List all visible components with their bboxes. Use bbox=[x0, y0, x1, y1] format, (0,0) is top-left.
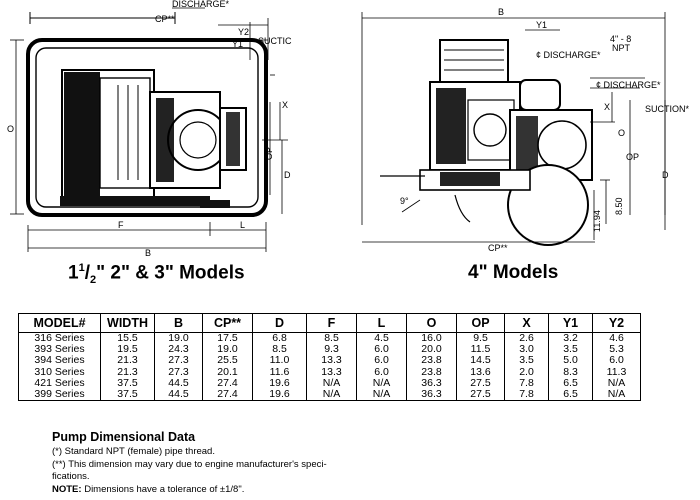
left-pump-drawing bbox=[10, 7, 288, 252]
header-b: B bbox=[154, 313, 203, 333]
label-x-right: X bbox=[604, 102, 610, 112]
label-f: F bbox=[118, 220, 124, 230]
label-angle: 9° bbox=[400, 196, 409, 206]
cell-op: 14.5 bbox=[456, 355, 505, 367]
cell-d: 11.0 bbox=[252, 355, 307, 367]
note-engine-variance-cont: fications. bbox=[52, 471, 90, 482]
label-op-right: OP bbox=[626, 152, 639, 162]
cell-o: 23.8 bbox=[406, 355, 457, 367]
label-b-right: B bbox=[498, 7, 504, 17]
left-drawing-labels: DISCHARGE* CP** Y2 Y1 SUCTIC O X OP D F … bbox=[7, 0, 292, 258]
header-model: MODEL# bbox=[18, 313, 101, 333]
label-o-right: O bbox=[618, 128, 625, 138]
dimension-table: MODEL# WIDTH B CP** D F L O OP X Y1 Y2 3… bbox=[18, 313, 641, 402]
technical-drawings: DISCHARGE* CP** Y2 Y1 SUCTIC O X OP D F … bbox=[7, 0, 690, 258]
header-y1: Y1 bbox=[548, 313, 593, 333]
header-x: X bbox=[504, 313, 549, 333]
header-cp: CP** bbox=[202, 313, 253, 333]
label-y2: Y2 bbox=[238, 27, 249, 37]
header-d: D bbox=[252, 313, 307, 333]
notes-title: Pump Dimensional Data bbox=[52, 430, 196, 444]
cell-l: N/A bbox=[356, 389, 407, 402]
table-header-row: MODEL# WIDTH B CP** D F L O OP X Y1 Y2 bbox=[18, 313, 641, 333]
label-npt: NPT bbox=[612, 43, 631, 53]
cell-model: 394 Series bbox=[18, 355, 101, 367]
cell-b: 27.3 bbox=[154, 355, 203, 367]
cell-b: 44.5 bbox=[154, 389, 203, 402]
label-l: L bbox=[240, 220, 245, 230]
header-f: F bbox=[306, 313, 357, 333]
cell-y2: 11.3 bbox=[592, 366, 641, 378]
cell-y1: 6.5 bbox=[548, 389, 593, 402]
caption-4in-models: 4" Models bbox=[468, 262, 559, 283]
label-d: D bbox=[284, 170, 291, 180]
caption-rest: " 2" & 3" Models bbox=[96, 262, 245, 284]
label-discharge-centerline: ¢ DISCHARGE* bbox=[536, 50, 601, 60]
label-cp: CP** bbox=[155, 14, 175, 24]
label-y1: Y1 bbox=[232, 39, 243, 49]
right-pump-drawing bbox=[361, 12, 666, 246]
cell-width: 21.3 bbox=[100, 355, 155, 367]
header-width: WIDTH bbox=[100, 313, 155, 333]
cell-model: 399 Series bbox=[18, 389, 101, 402]
notes-section: Pump Dimensional Data (*) Standard NPT (… bbox=[52, 430, 352, 496]
note-engine-variance: (**) This dimension may vary due to engi… bbox=[52, 458, 327, 470]
cell-y2: 6.0 bbox=[592, 355, 641, 367]
header-op: OP bbox=[456, 313, 505, 333]
caption-numerator: 1 bbox=[78, 262, 85, 274]
label-o: O bbox=[7, 124, 14, 134]
label-y1-right: Y1 bbox=[536, 20, 547, 30]
label-op: OP bbox=[264, 147, 274, 160]
label-1194: 11.94 bbox=[592, 210, 602, 232]
cell-o: 36.3 bbox=[406, 389, 457, 402]
cell-op: 27.5 bbox=[456, 389, 505, 402]
cell-x: 7.8 bbox=[504, 389, 549, 402]
cell-width: 37.5 bbox=[100, 389, 155, 402]
cell-y2: N/A bbox=[592, 389, 641, 402]
label-d-right: D bbox=[662, 170, 669, 180]
label-npt-size: 4" - 8 bbox=[610, 34, 631, 44]
cell-l: 6.0 bbox=[356, 355, 407, 367]
label-discharge-centerline-2: ¢ DISCHARGE* bbox=[596, 80, 661, 90]
note-tolerance-text: Dimensions have a tolerance of ±1/8". bbox=[81, 483, 245, 495]
cell-y2: N/A bbox=[592, 377, 641, 390]
note-npt: (*) Standard NPT (female) pipe thread. bbox=[52, 446, 215, 457]
label-discharge: DISCHARGE* bbox=[172, 0, 230, 9]
cell-x: 3.5 bbox=[504, 355, 549, 367]
caption-denominator: 2 bbox=[89, 274, 97, 287]
cell-f: 13.3 bbox=[306, 355, 357, 367]
label-suction-right: SUCTION* bbox=[645, 104, 690, 114]
note-tolerance: NOTE: Dimensions have a tolerance of ±1/… bbox=[52, 484, 352, 497]
cell-d: 19.6 bbox=[252, 389, 307, 402]
header-y2: Y2 bbox=[592, 313, 641, 333]
cell-y2: 5.3 bbox=[592, 343, 641, 356]
cell-y2: 4.6 bbox=[592, 332, 641, 345]
cell-y1: 5.0 bbox=[548, 355, 593, 367]
cell-f: N/A bbox=[306, 389, 357, 402]
label-x: X bbox=[282, 100, 288, 110]
cell-cp: 25.5 bbox=[202, 355, 253, 367]
label-cp-right: CP** bbox=[488, 243, 508, 253]
note-label: NOTE: bbox=[52, 483, 82, 495]
caption-whole: 1 bbox=[68, 262, 79, 284]
label-850: 8.50 bbox=[614, 197, 624, 215]
header-l: L bbox=[356, 313, 407, 333]
caption-small-models: 11/2" 2" & 3" Models bbox=[68, 262, 245, 287]
header-o: O bbox=[406, 313, 457, 333]
label-suction: SUCTIC bbox=[258, 36, 292, 46]
cell-cp: 27.4 bbox=[202, 389, 253, 402]
right-drawing-labels: B Y1 ¢ DISCHARGE* 4" - 8 NPT ¢ DISCHARGE… bbox=[400, 7, 690, 253]
label-b: B bbox=[145, 248, 151, 258]
